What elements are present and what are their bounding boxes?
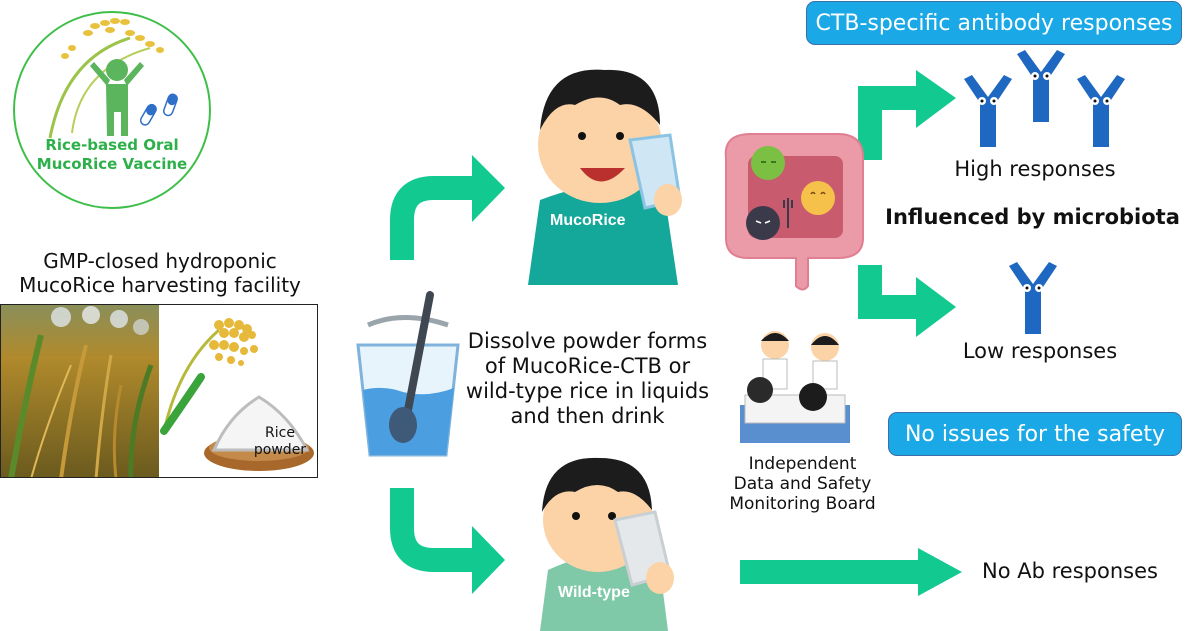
rice-powder-label: Rice powder <box>253 425 307 458</box>
wildtype-shirt-label: Wild-type <box>558 584 630 601</box>
high-responses-label: High responses <box>954 157 1116 181</box>
arrow-to-high-responses-icon <box>858 70 956 160</box>
logo-title: Rice-based Oral MucoRice Vaccine <box>36 136 188 173</box>
good-bacteria-icon <box>751 146 785 180</box>
logo-circle <box>13 11 211 209</box>
stirring-glass-icon <box>356 291 460 457</box>
capsule-icon <box>162 93 178 117</box>
arrow-to-low-responses-icon <box>858 265 956 337</box>
intestine-microbiota-illustration <box>724 132 864 291</box>
mucorice-shirt-label: MucoRice <box>550 212 626 229</box>
arrow-to-wildtype-icon <box>390 488 505 594</box>
antibody-low-icon <box>1009 262 1057 334</box>
facility-title: GMP-closed hydroponic MucoRice harvestin… <box>19 249 301 297</box>
rice-powder-illustration <box>159 305 317 477</box>
low-responses-label: Low responses <box>962 339 1118 363</box>
monitoring-board-label: Independent Data and Safety Monitoring B… <box>729 454 876 514</box>
bad-bacteria-icon <box>746 198 793 240</box>
capsule-icon <box>139 103 157 126</box>
facility-panel: Rice powder <box>0 304 318 478</box>
safety-result-badge: No issues for the safety <box>888 412 1182 456</box>
rice-stalk-icon <box>48 18 164 139</box>
microbiota-influence-label: Influenced by microbiota <box>885 205 1180 229</box>
antibodies-high-icon <box>964 50 1125 147</box>
preparation-instructions: Dissolve powder forms of MucoRice-CTB or… <box>465 329 710 428</box>
monitoring-board-illustration <box>740 331 850 443</box>
mucorice-boy-illustration <box>528 69 682 285</box>
person-icon <box>90 59 144 136</box>
arrow-to-mucorice-icon <box>390 155 505 260</box>
rice-field-photo <box>1 305 159 477</box>
no-responses-label: No Ab responses <box>982 559 1158 583</box>
wildtype-boy-illustration <box>540 457 674 631</box>
arrow-to-no-responses-icon <box>740 548 962 596</box>
neutral-bacteria-icon <box>801 181 835 215</box>
ctb-antibody-header: CTB-specific antibody responses <box>806 1 1182 45</box>
